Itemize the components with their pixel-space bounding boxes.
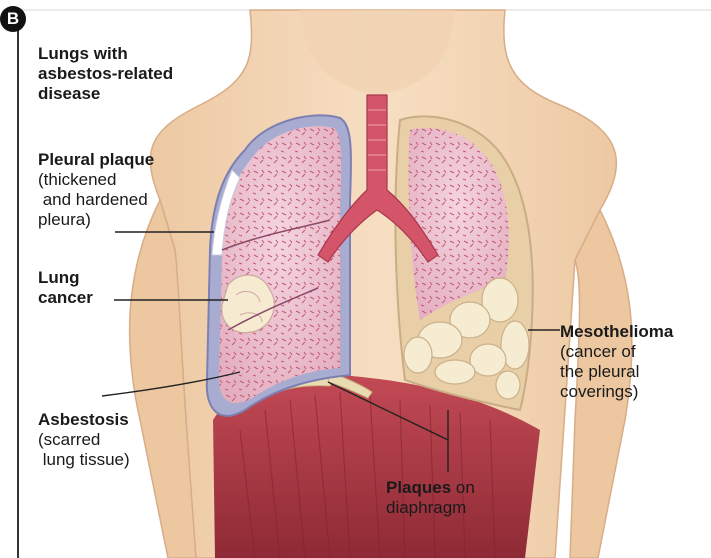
plaques-diaphragm-line-2: diaphragm bbox=[386, 498, 475, 518]
mesothelioma-line-2: the pleural bbox=[560, 362, 673, 382]
mesothelioma-line-3: coverings) bbox=[560, 382, 673, 402]
pleural-plaque-line-1: (thickened bbox=[38, 170, 154, 190]
label-mesothelioma: Mesothelioma (cancer of the pleural cove… bbox=[560, 322, 673, 402]
asbestosis-line-1: (scarred bbox=[38, 430, 130, 450]
title-line-3: disease bbox=[38, 84, 173, 104]
pleural-plaque-line-2: and hardened bbox=[38, 190, 154, 210]
pleural-plaque-heading: Pleural plaque bbox=[38, 150, 154, 170]
lung-cancer-line-1: Lung bbox=[38, 268, 93, 288]
plaques-diaphragm-line-1: Plaques on bbox=[386, 478, 475, 498]
label-lung-cancer: Lung cancer bbox=[38, 268, 93, 308]
label-asbestosis: Asbestosis (scarred lung tissue) bbox=[38, 410, 130, 470]
title-line-2: asbestos-related bbox=[38, 64, 173, 84]
lung-cancer-line-2: cancer bbox=[38, 288, 93, 308]
panel-letter-badge: B bbox=[0, 6, 26, 32]
label-pleural-plaque: Pleural plaque (thickened and hardened p… bbox=[38, 150, 154, 230]
title: Lungs with asbestos-related disease bbox=[38, 44, 173, 104]
plaques-diaphragm-on: on bbox=[451, 478, 475, 497]
lung-cancer-tumor bbox=[222, 275, 275, 333]
pleural-plaque-line-3: pleura) bbox=[38, 210, 154, 230]
asbestosis-line-2: lung tissue) bbox=[38, 450, 130, 470]
mesothelioma-line-1: (cancer of bbox=[560, 342, 673, 362]
asbestosis-heading: Asbestosis bbox=[38, 410, 130, 430]
mesothelioma-heading: Mesothelioma bbox=[560, 322, 673, 342]
label-plaques-diaphragm: Plaques on diaphragm bbox=[386, 478, 475, 518]
plaques-diaphragm-heading: Plaques bbox=[386, 478, 451, 497]
title-line-1: Lungs with bbox=[38, 44, 173, 64]
